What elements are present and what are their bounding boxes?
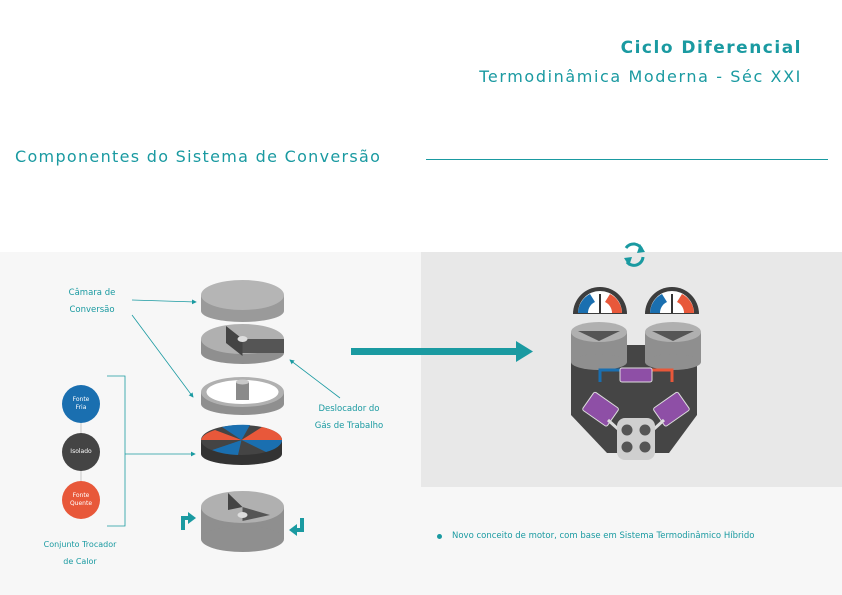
label-conjunto-line1: Conjunto Trocador — [43, 540, 117, 549]
source-cold-line2: Fria — [75, 404, 87, 411]
heat-exchanger-disc — [201, 424, 283, 465]
label-conjunto: Conjunto Trocador de Calor — [30, 536, 130, 570]
source-cold-line1: Fonte — [72, 396, 90, 403]
temperature-gauge-icon-2 — [645, 287, 699, 314]
label-camara-line2: Conversão — [69, 305, 115, 315]
chamber-lid — [201, 280, 284, 322]
temperature-gauge-icon — [573, 287, 627, 314]
camara-pointer-1 — [131, 299, 197, 305]
source-hot-line2: Quente — [69, 500, 93, 507]
recycle-arrows-icon — [624, 242, 645, 267]
label-deslocador-line1: Deslocador do — [318, 404, 380, 414]
description-panel — [421, 487, 842, 595]
source-cold: Fonte Fria — [62, 385, 100, 423]
deslocador-pointer — [289, 359, 341, 399]
rotate-left-icon — [181, 512, 196, 530]
engine-illustration — [571, 287, 701, 460]
source-insulated: Isolado — [62, 433, 100, 471]
label-camara: Câmara de Conversão — [58, 285, 126, 319]
flow-arrow — [351, 341, 533, 362]
label-camara-line1: Câmara de — [68, 288, 116, 298]
label-conjunto-line2: de Calor — [63, 557, 97, 566]
page-title: Ciclo Diferencial — [620, 38, 802, 58]
source-hot-line1: Fonte — [72, 492, 90, 499]
base-disc — [201, 491, 284, 552]
bullet-text: Novo conceito de motor, com base em Sist… — [452, 531, 755, 541]
label-deslocador-line2: Gás de Trabalho — [314, 421, 384, 431]
page-subtitle: Termodinâmica Moderna - Séc XXI — [479, 67, 802, 86]
section-title: Componentes do Sistema de Conversão — [15, 147, 382, 166]
camara-pointer-2 — [131, 314, 194, 398]
label-deslocador: Deslocador do Gás de Trabalho — [304, 401, 394, 435]
rotate-right-icon — [289, 518, 304, 536]
source-hot: Fonte Quente — [62, 481, 100, 519]
source-insulated-label: Isolado — [70, 448, 92, 455]
displacer-ring — [201, 377, 284, 415]
sources-bracket — [107, 375, 126, 527]
section-divider — [426, 159, 828, 160]
chamber-body — [201, 324, 284, 364]
bullet-dot — [437, 534, 442, 539]
